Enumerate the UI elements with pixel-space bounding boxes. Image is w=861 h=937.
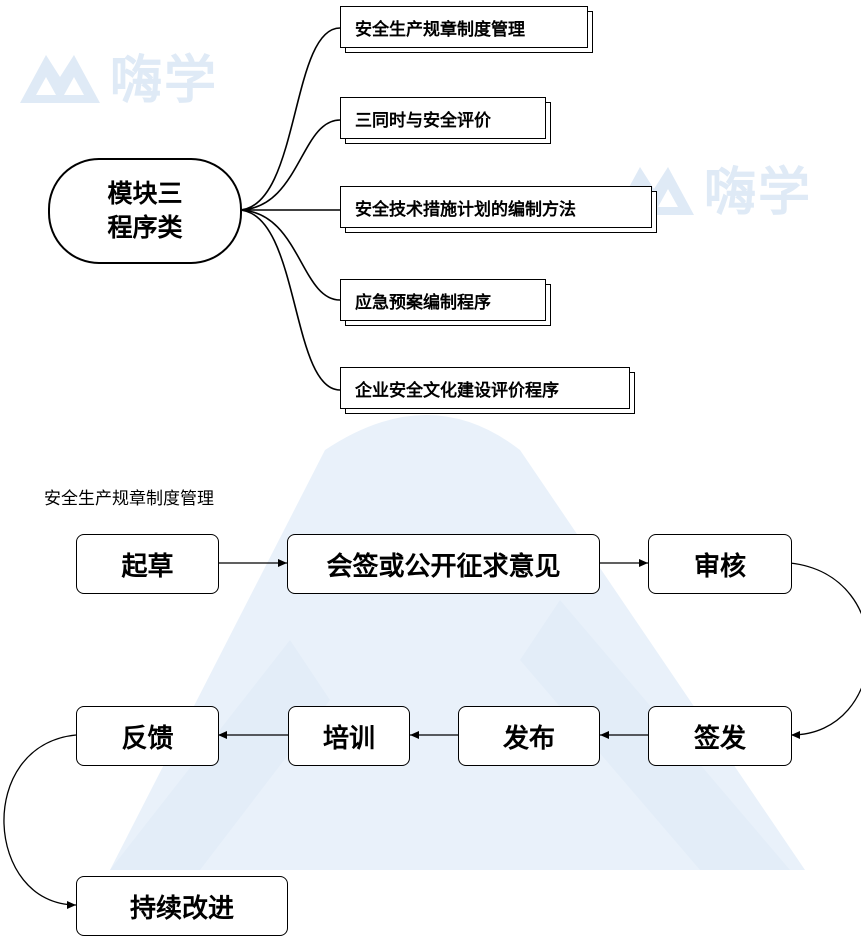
branch-label: 企业安全文化建设评价程序 xyxy=(340,367,630,409)
flow-step: 签发 xyxy=(648,706,792,766)
mindmap-branch-node: 企业安全文化建设评价程序 xyxy=(340,367,635,414)
mindmap-branch-node: 安全生产规章制度管理 xyxy=(340,6,593,53)
flow-step: 反馈 xyxy=(76,706,219,766)
mindmap-connectors xyxy=(237,27,341,391)
branch-label: 三同时与安全评价 xyxy=(340,97,546,139)
watermark-text: 嗨学 xyxy=(704,163,813,223)
root-line-2: 程序类 xyxy=(107,213,183,242)
flow-step: 持续改进 xyxy=(76,876,288,936)
flow-step: 发布 xyxy=(458,706,600,766)
root-line-1: 模块三 xyxy=(107,179,183,208)
mindmap-branch-node: 应急预案编制程序 xyxy=(340,279,551,326)
branch-label: 应急预案编制程序 xyxy=(340,279,546,321)
flow-step: 培训 xyxy=(288,706,410,766)
flow-step: 起草 xyxy=(76,534,219,594)
flow-step: 审核 xyxy=(648,534,792,594)
watermark-logo: 嗨学 xyxy=(16,38,218,113)
flow-step: 会签或公开征求意见 xyxy=(287,534,600,594)
watermark-mountain-icon xyxy=(20,54,100,103)
watermark-logo: 嗨学 xyxy=(610,150,812,225)
branch-label: 安全技术措施计划的编制方法 xyxy=(340,186,652,228)
watermark-text: 嗨学 xyxy=(110,51,219,111)
watermark-mountain-icon xyxy=(614,166,694,215)
mindmap-branch-node: 三同时与安全评价 xyxy=(340,97,551,144)
branch-label: 安全生产规章制度管理 xyxy=(340,6,588,48)
mindmap-root-node: 模块三 程序类 xyxy=(48,158,242,264)
mindmap-branch-node: 安全技术措施计划的编制方法 xyxy=(340,186,657,233)
flow-caption: 安全生产规章制度管理 xyxy=(44,489,214,509)
